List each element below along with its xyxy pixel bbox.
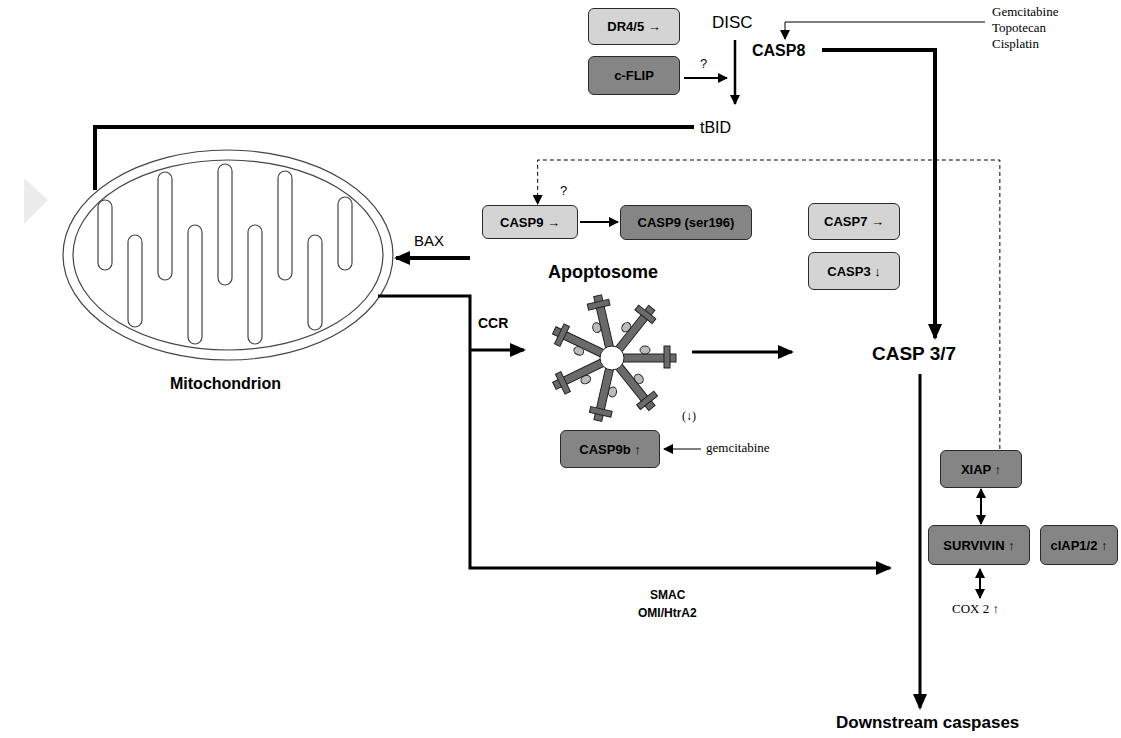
inhibitor-box: c-FLIP <box>588 56 680 95</box>
diagram-label: Gemcitabine <box>992 4 1058 20</box>
crista <box>338 197 352 270</box>
diagram-label: DISC <box>712 13 753 33</box>
box-label: cIAP1/2 ↑ <box>1050 538 1107 553</box>
crista <box>278 171 292 280</box>
crista <box>158 172 172 280</box>
apoptosome-spoke <box>550 353 608 396</box>
watermark-triangle <box>24 178 48 224</box>
caspase-box: CASP7 → <box>808 203 900 240</box>
arrow-connector <box>980 489 982 524</box>
disc-arrow <box>734 40 737 104</box>
diagram-label: Mitochondrion <box>170 374 281 393</box>
crista <box>98 200 112 270</box>
box-label: CASP3 ↓ <box>827 264 880 279</box>
apoptosome-spoke <box>622 346 676 368</box>
cflip-arrow <box>684 77 727 79</box>
casp8-arrow <box>822 50 935 338</box>
apoptosome-arrow <box>692 351 792 354</box>
diagram-label: Topotecan <box>992 20 1046 36</box>
apoptosome-spoke <box>586 293 620 351</box>
diagram-label: Apoptosome <box>548 262 658 284</box>
apoptosome-hub <box>600 346 624 370</box>
diagram-label: BAX <box>414 232 444 250</box>
diagram-label: OMI/HtrA2 <box>638 606 697 620</box>
diagram-label: ? <box>700 56 707 72</box>
caspase-box: CASP9 (ser196) <box>620 205 752 240</box>
inhibition-connector <box>538 160 1000 449</box>
caspase-box: CASP9 → <box>482 205 578 239</box>
diagram-label: CASP8 <box>752 41 805 60</box>
apoptosome-spoke <box>588 366 621 424</box>
caspase-box: CASP3 ↓ <box>808 252 900 290</box>
bax-arrow <box>396 256 470 260</box>
crista <box>188 225 202 344</box>
iap-box: SURVIVIN ↑ <box>928 525 1030 565</box>
ccr-arrow <box>470 349 524 352</box>
arrow-connector <box>580 221 618 223</box>
diagram-label: Downstream caspases <box>836 713 1019 733</box>
diagram-label: Cisplatin <box>992 36 1039 52</box>
diagram-label: (↓) <box>682 409 696 423</box>
gemcitabine-arrow <box>664 449 701 450</box>
outer-membrane <box>63 150 393 360</box>
crista <box>308 235 322 330</box>
box-label: c-FLIP <box>614 68 654 83</box>
box-label: CASP7 → <box>824 214 884 229</box>
caspase-box: CASP9b ↑ <box>560 430 660 468</box>
box-label: CASP9b ↑ <box>579 442 640 457</box>
tbid-line <box>95 127 694 190</box>
drug-arrow <box>785 22 985 39</box>
crista <box>248 225 262 344</box>
smac-arrow <box>378 296 890 568</box>
box-label: SURVIVIN ↑ <box>943 538 1014 553</box>
inner-membrane <box>73 160 383 350</box>
diagram-label: SMAC <box>650 588 685 602</box>
box-label: XIAP ↑ <box>961 462 1001 477</box>
crista <box>128 235 142 327</box>
crista <box>218 164 232 285</box>
apoptosome-illustration <box>549 293 676 423</box>
iap-box: cIAP1/2 ↑ <box>1040 525 1118 565</box>
box-label: CASP9 (ser196) <box>638 215 735 230</box>
iap-box: XIAP ↑ <box>940 450 1022 488</box>
box-label: DR4/5 → <box>607 19 660 34</box>
diagram-label: gemcitabine <box>706 440 770 456</box>
diagram-label: COX 2 ↑ <box>952 601 999 617</box>
diagram-label: tBID <box>700 118 731 137</box>
diagram-label: ? <box>560 183 567 199</box>
downstream-arrow <box>919 374 922 708</box>
box-label: CASP9 → <box>500 215 560 230</box>
diagram-label: CCR <box>478 315 508 332</box>
cox2-double-arrow <box>979 569 981 598</box>
apoptosome-spoke <box>549 321 607 364</box>
mitochondrion-illustration <box>63 150 393 360</box>
diagram-label: CASP 3/7 <box>872 343 956 366</box>
receptor-box: DR4/5 → <box>588 8 680 45</box>
